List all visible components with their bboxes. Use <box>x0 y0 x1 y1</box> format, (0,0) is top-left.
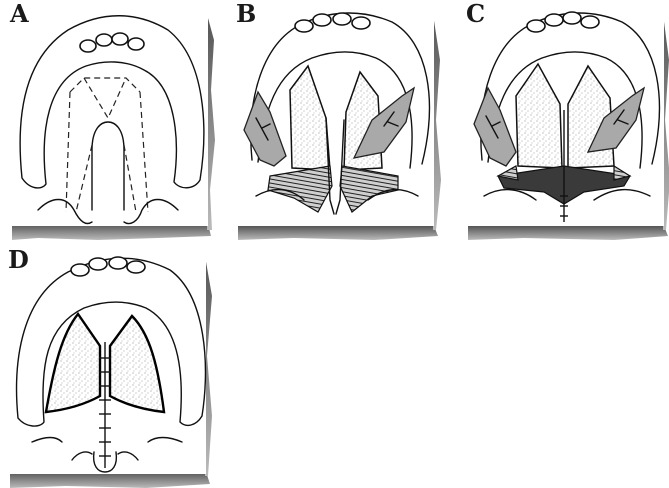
panel-d-illustration <box>6 246 210 486</box>
panel-b: B <box>234 0 438 240</box>
paper-shadow <box>10 472 210 488</box>
paper-shadow <box>238 226 438 240</box>
paper-shadow <box>468 226 668 240</box>
panel-c: C <box>464 0 668 240</box>
panel-b-illustration <box>234 0 438 240</box>
paper-shadow-right <box>207 18 215 230</box>
panel-label-b: B <box>236 2 256 26</box>
panel-a: A <box>8 0 212 240</box>
panel-label-a: A <box>10 2 29 26</box>
panel-label-d: D <box>8 248 29 272</box>
panel-c-illustration <box>464 0 668 240</box>
panel-label-c: C <box>466 2 485 26</box>
paper-shadow-right <box>433 14 441 230</box>
panel-d: D <box>6 246 210 486</box>
panel-a-illustration <box>8 0 212 240</box>
paper-shadow <box>12 224 211 240</box>
